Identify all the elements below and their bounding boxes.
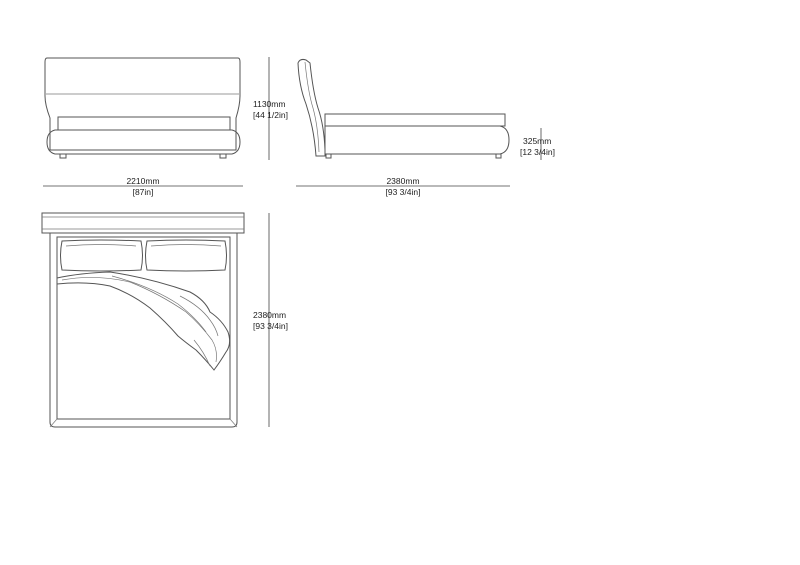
side-view: 2380mm [93 3/4in] 325mm [12 3/4in] — [296, 58, 555, 197]
front-height-imperial: [44 1/2in] — [253, 110, 288, 120]
side-headboard — [297, 58, 326, 157]
top-headboard — [41, 212, 245, 234]
side-foot-left — [325, 153, 332, 159]
front-width-imperial: [87in] — [133, 187, 154, 197]
top-length-imperial: [93 3/4in] — [253, 321, 288, 331]
front-base-lower — [46, 129, 241, 155]
side-headboard-inner — [304, 61, 320, 153]
top-blanket-fold-1 — [61, 277, 217, 363]
side-base-top — [324, 113, 506, 127]
top-view: 2380mm [93 3/4in] — [41, 212, 288, 428]
front-foot-left — [59, 153, 67, 159]
top-blanket-fold-4 — [193, 339, 211, 367]
side-foot-right — [495, 153, 502, 159]
front-foot-right — [219, 153, 227, 159]
side-length-metric: 2380mm — [386, 176, 419, 186]
top-pillow-left — [60, 239, 143, 272]
top-pillow-left-fold — [65, 244, 137, 247]
side-length-imperial: [93 3/4in] — [386, 187, 421, 197]
top-frame-corner-right — [229, 418, 238, 428]
top-frame-corner-left — [49, 418, 58, 428]
front-view: 2210mm [87in] 1130mm [44 1/2in] — [43, 57, 288, 197]
top-blanket — [56, 271, 231, 371]
top-frame-inner — [56, 236, 231, 420]
side-height-metric: 325mm — [523, 136, 551, 146]
top-pillow-right — [145, 239, 227, 272]
front-height-metric: 1130mm — [253, 99, 285, 109]
top-length-metric: 2380mm — [253, 310, 286, 320]
side-height-imperial: [12 3/4in] — [520, 147, 555, 157]
side-base — [324, 125, 510, 155]
top-blanket-fold-2 — [111, 275, 207, 333]
front-base — [57, 116, 231, 131]
top-frame-outer — [49, 233, 238, 428]
top-pillow-right-fold — [150, 244, 222, 247]
front-width-metric: 2210mm — [126, 176, 159, 186]
front-headboard — [44, 57, 241, 151]
top-blanket-fold-3 — [179, 295, 219, 337]
